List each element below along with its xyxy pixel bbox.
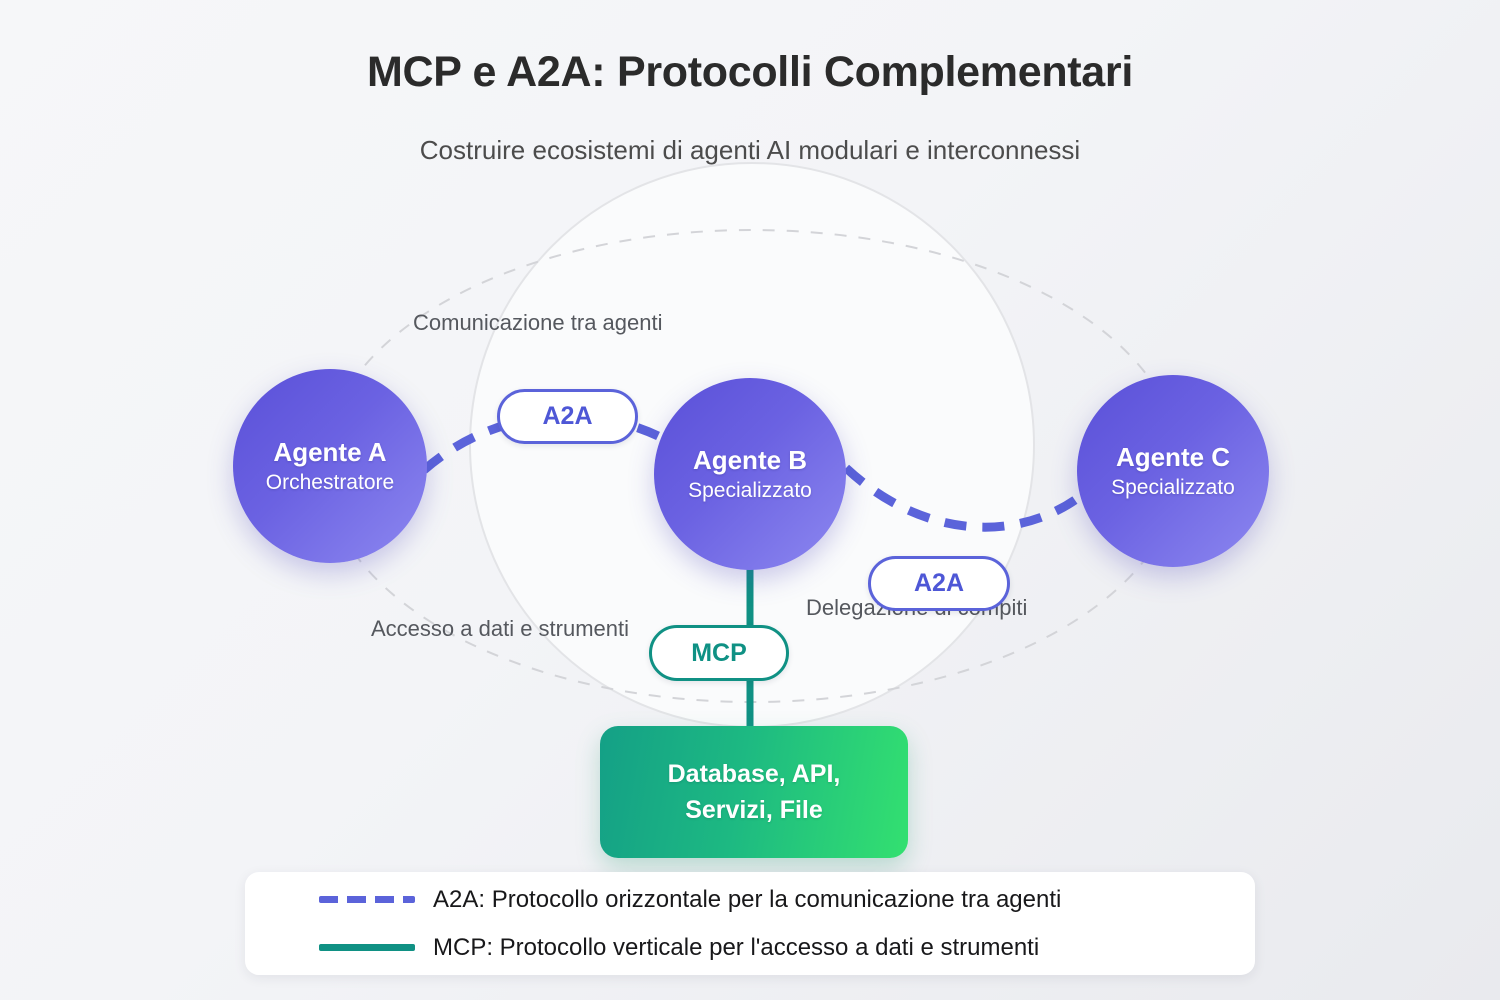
legend-item-a2a: A2A: Protocollo orizzontale per la comun… (319, 876, 1255, 924)
legend-label-mcp: MCP: Protocollo verticale per l'accesso … (433, 933, 1040, 961)
legend-label-a2a: A2A: Protocollo orizzontale per la comun… (433, 885, 1062, 913)
page-title: MCP e A2A: Protocolli Complementari (366, 48, 1134, 96)
agent-a-name: Agente A (273, 436, 387, 467)
agent-c-role: Specializzato (1111, 476, 1235, 500)
resource-line-1: Database, API, (667, 759, 841, 788)
agent-c-name: Agente C (1115, 441, 1231, 472)
a2a-badge-right[interactable]: A2A (868, 556, 1010, 611)
mcp-badge[interactable]: MCP (649, 625, 789, 681)
resource-node[interactable]: Database, API, Servizi, File (600, 726, 908, 858)
a2a-connector-ab (421, 411, 671, 474)
resource-line-2: Servizi, File (685, 796, 823, 824)
a2a-badge-left[interactable]: A2A (497, 389, 638, 444)
a2a-connector-bc (842, 464, 1091, 532)
caption-communication: Comunicazione tra agenti (413, 310, 663, 335)
agent-node-c[interactable]: Agente C Specializzato (1077, 375, 1269, 567)
legend-panel: A2A: Protocollo orizzontale per la comun… (245, 872, 1255, 975)
agent-b-role: Specializzato (688, 479, 812, 503)
legend-dashed-line-icon (319, 890, 415, 910)
caption-data-access: Accesso a dati e strumenti (371, 616, 630, 641)
legend-item-mcp: MCP: Protocollo verticale per l'accesso … (319, 924, 1255, 972)
agent-node-a[interactable]: Agente A Orchestratore (233, 369, 427, 563)
legend-solid-line-icon (319, 938, 415, 958)
page-subtitle: Costruire ecosistemi di agenti AI modula… (419, 135, 1081, 165)
agent-a-role: Orchestratore (265, 471, 395, 495)
agent-b-name: Agente B (692, 444, 808, 475)
agent-node-b[interactable]: Agente B Specializzato (654, 378, 846, 570)
